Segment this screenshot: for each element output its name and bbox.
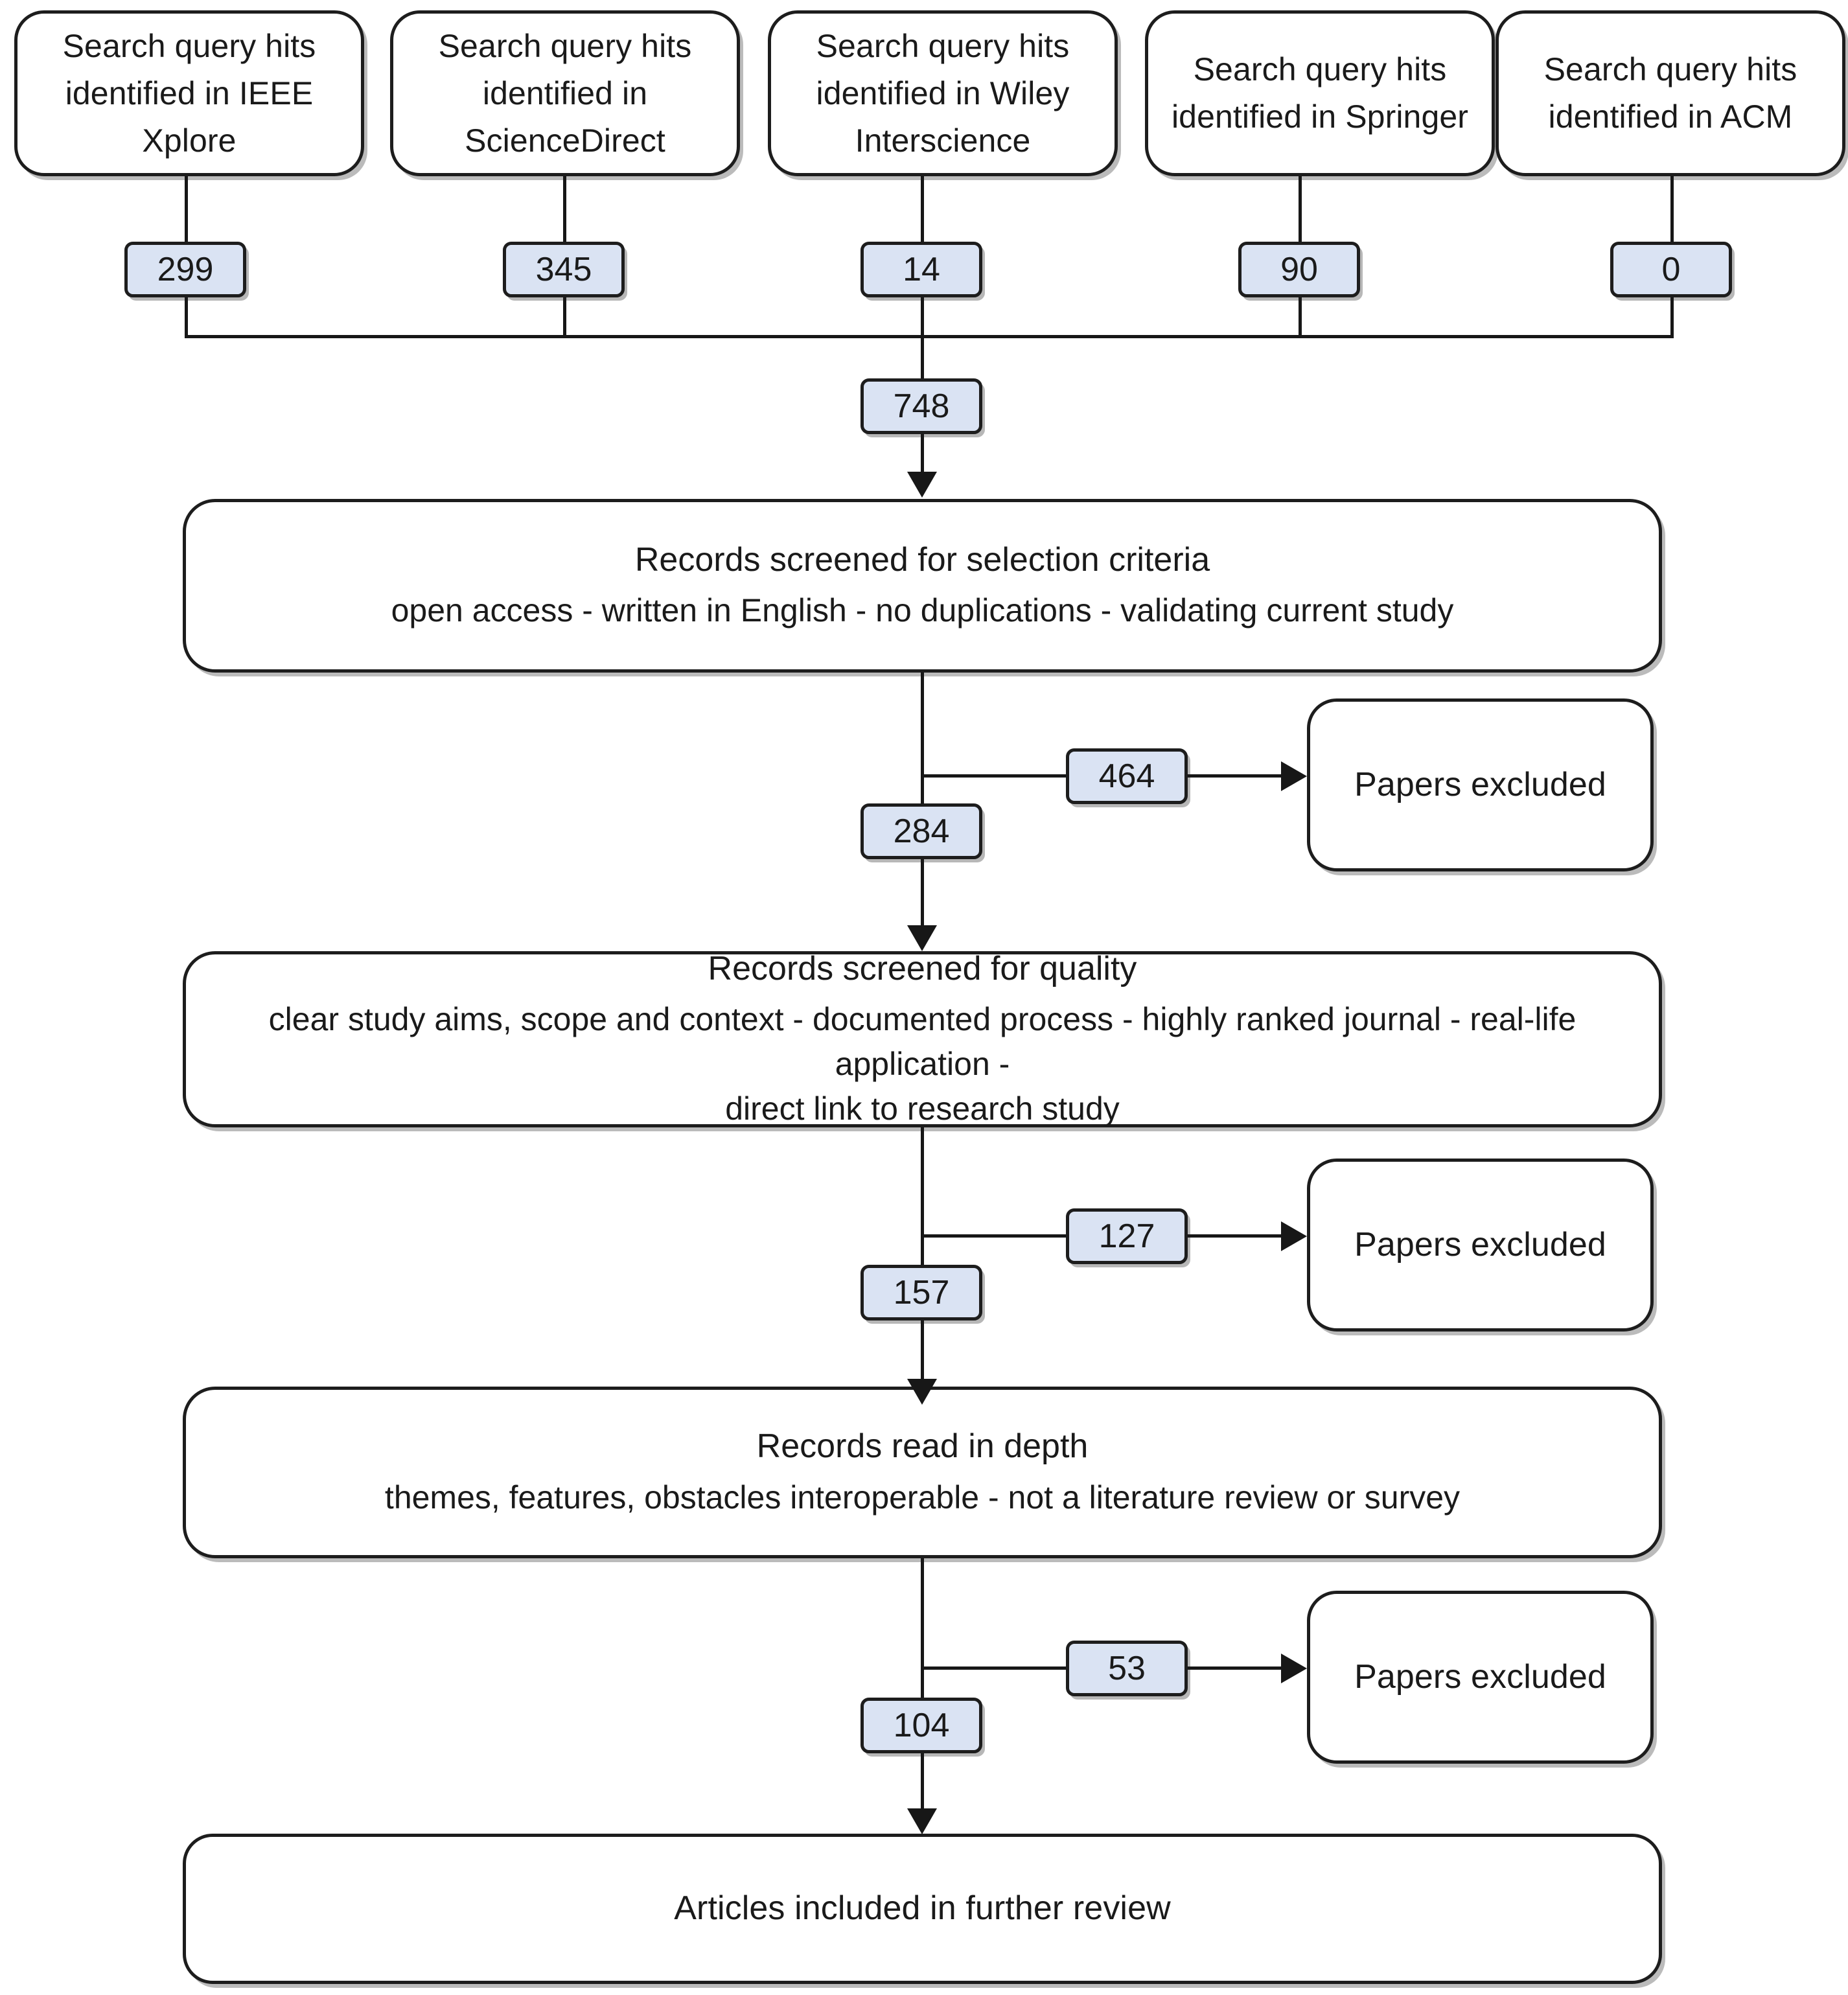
connector-stage1-exclusion-right (1188, 774, 1285, 778)
badge-count-ieee[interactable]: 299 (124, 242, 246, 297)
source-label: Search query hits identified in ACM (1543, 51, 1797, 135)
connector-bus-to-total (921, 335, 924, 378)
source-box-wiley-interscience[interactable]: Search query hits identified in Wiley In… (768, 10, 1118, 176)
source-box-springer[interactable]: Search query hits identified in Springer (1145, 10, 1495, 176)
arrowhead-into-stage2 (907, 925, 937, 951)
source-label: Search query hits identified in Wiley In… (816, 27, 1070, 159)
connector-total-to-stage1 (921, 434, 924, 474)
connector-stage2-trunk (921, 1127, 924, 1400)
arrowhead-into-stage3 (907, 1379, 937, 1405)
arrowhead-into-stage1 (907, 472, 937, 498)
badge-value: 0 (1661, 251, 1681, 288)
source-label: Search query hits identified in IEEE Xpl… (62, 27, 316, 159)
connector-stage3-trunk (921, 1558, 924, 1829)
arrowhead-into-excluded1 (1281, 761, 1307, 791)
badge-count-springer[interactable]: 90 (1238, 242, 1360, 297)
connector-stage1-exclusion-left (921, 774, 1066, 778)
stage-box-read-in-depth[interactable]: Records read in depth themes, features, … (183, 1387, 1662, 1558)
connector-stage2-exclusion-right (1188, 1234, 1285, 1238)
badge-value: 90 (1280, 251, 1318, 288)
excluded-label: Papers excluded (1354, 1657, 1606, 1696)
badge-total-records[interactable]: 748 (860, 378, 982, 434)
stage-criteria: themes, features, obstacles interoperabl… (384, 1479, 1461, 1516)
badge-value: 748 (893, 387, 950, 425)
badge-value: 464 (1098, 757, 1155, 795)
badge-count-acm[interactable]: 0 (1610, 242, 1732, 297)
final-box-articles-included[interactable]: Articles included in further review (183, 1834, 1662, 1984)
stage-criteria: clear study aims, scope and context - do… (268, 1001, 1577, 1127)
badge-excluded-count-3[interactable]: 53 (1066, 1641, 1188, 1696)
arrowhead-into-excluded2 (1281, 1221, 1307, 1251)
badge-count-sciencedirect[interactable]: 345 (503, 242, 625, 297)
badge-value: 127 (1098, 1217, 1155, 1255)
badge-value: 284 (893, 813, 950, 850)
source-box-acm[interactable]: Search query hits identified in ACM (1496, 10, 1845, 176)
stage-box-selection-criteria[interactable]: Records screened for selection criteria … (183, 499, 1662, 673)
stage-title: Records screened for quality (708, 949, 1137, 987)
badge-value: 345 (535, 251, 592, 288)
stage-title: Records screened for selection criteria (634, 540, 1210, 579)
badge-passed-count-3[interactable]: 104 (860, 1698, 982, 1753)
excluded-label: Papers excluded (1354, 765, 1606, 803)
connector-merge-bus (185, 335, 1674, 338)
badge-count-wiley[interactable]: 14 (860, 242, 982, 297)
stage-criteria: open access - written in English - no du… (391, 592, 1454, 629)
badge-value: 53 (1108, 1650, 1146, 1687)
arrowhead-into-final (907, 1808, 937, 1834)
stage-title: Records read in depth (756, 1427, 1089, 1466)
connector-stage3-exclusion-left (921, 1666, 1066, 1670)
badge-passed-count-2[interactable]: 157 (860, 1265, 982, 1320)
source-box-ieee-xplore[interactable]: Search query hits identified in IEEE Xpl… (14, 10, 364, 176)
connector-stage2-exclusion-left (921, 1234, 1066, 1238)
source-label: Search query hits identified in Springer (1171, 51, 1469, 135)
badge-value: 157 (893, 1274, 950, 1311)
excluded-box-1[interactable]: Papers excluded (1307, 698, 1654, 871)
stage-box-quality[interactable]: Records screened for quality clear study… (183, 950, 1662, 1127)
badge-passed-count-1[interactable]: 284 (860, 803, 982, 859)
badge-value: 104 (893, 1707, 950, 1744)
excluded-box-2[interactable]: Papers excluded (1307, 1159, 1654, 1332)
badge-value: 14 (903, 251, 940, 288)
source-label: Search query hits identified in ScienceD… (438, 27, 692, 159)
connector-stage3-exclusion-right (1188, 1666, 1285, 1670)
badge-excluded-count-1[interactable]: 464 (1066, 748, 1188, 804)
excluded-label: Papers excluded (1354, 1225, 1606, 1263)
source-box-sciencedirect[interactable]: Search query hits identified in ScienceD… (390, 10, 740, 176)
final-label: Articles included in further review (674, 1889, 1171, 1928)
badge-excluded-count-2[interactable]: 127 (1066, 1208, 1188, 1264)
excluded-box-3[interactable]: Papers excluded (1307, 1591, 1654, 1764)
arrowhead-into-excluded3 (1281, 1654, 1307, 1683)
badge-value: 299 (157, 251, 214, 288)
